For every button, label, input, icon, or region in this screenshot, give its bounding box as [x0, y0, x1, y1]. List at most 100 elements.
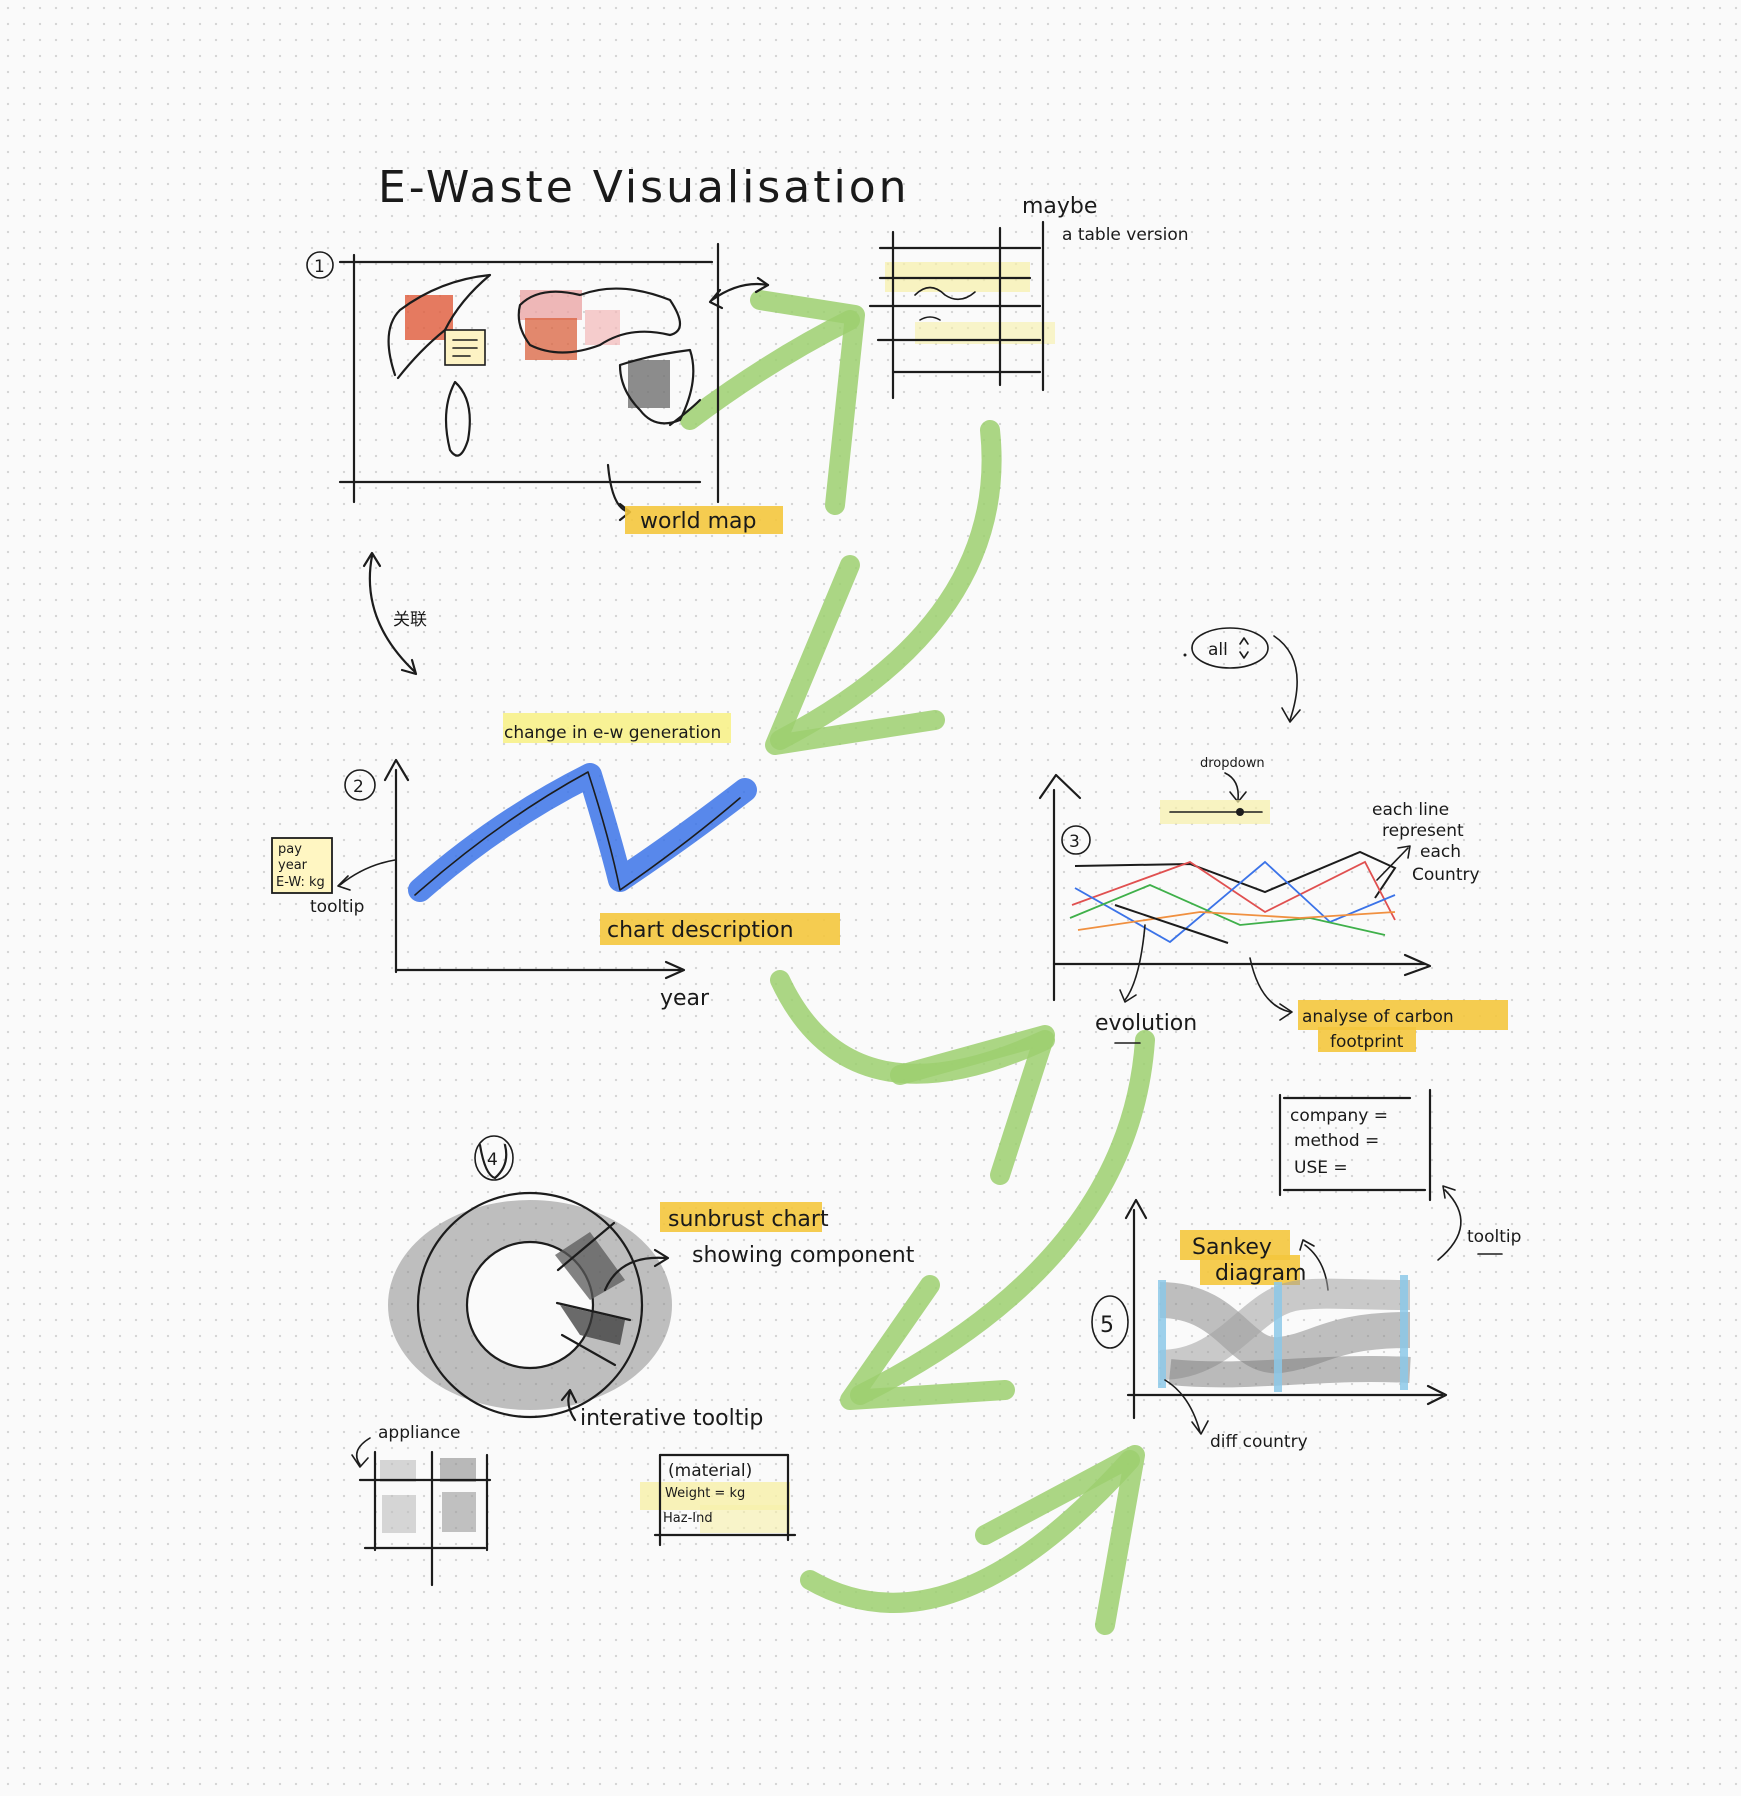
- table-note-line2: a table version: [1062, 225, 1189, 245]
- linechart-x-label: year: [660, 986, 710, 1011]
- section-3-number-badge: [1061, 825, 1091, 855]
- sankey-xlabel-pointer: [1164, 1379, 1201, 1433]
- sankey-caption-highlight-2: [1200, 1255, 1300, 1285]
- sunburst-caption-pointer: [603, 1256, 667, 1292]
- section-2-number-badge: [344, 769, 376, 801]
- linechart-heading: change in e-w generation: [504, 723, 721, 743]
- sankey-flows: [1158, 1275, 1411, 1392]
- sunburst-tooltip-line-1: (material): [668, 1461, 752, 1481]
- sankey-node-1[interactable]: [1158, 1280, 1166, 1388]
- sunburst-caption-highlight: [660, 1202, 822, 1232]
- map-frame: [338, 242, 720, 504]
- linechart-tooltip-line-2: year: [278, 858, 308, 873]
- map-region-oceania: [628, 360, 670, 408]
- appliance-table-label: appliance: [378, 1423, 460, 1443]
- dropdown-slider-handle[interactable]: [1236, 808, 1244, 816]
- section-2-number: 2: [353, 777, 364, 797]
- evolution-pointer: [1124, 924, 1146, 1001]
- dropdown-value: all: [1208, 640, 1228, 660]
- map-region-europe: [520, 290, 582, 320]
- flow-arrow-table-to-linechart: [765, 420, 1002, 755]
- flow-arrow-sunburst-to-sankey: [800, 1445, 1145, 1635]
- map-caption: world map: [640, 509, 756, 534]
- linechart-tooltip-label: tooltip: [310, 897, 364, 917]
- multiline-caption-highlight-2: [1318, 1027, 1416, 1052]
- sunburst-subcaption: showing component: [692, 1243, 915, 1268]
- section-4-number-badge: [478, 1143, 508, 1180]
- sunburst-segment-2[interactable]: [560, 1305, 625, 1345]
- multiline-caption-line-1: analyse of carbon: [1302, 1007, 1454, 1027]
- section-2-line-chart: change in e-w generation 2 pay year E-W:…: [271, 713, 840, 1011]
- linechart-caption-highlight: [600, 913, 840, 945]
- sunburst-tooltip-label: interative tooltip: [580, 1406, 763, 1431]
- sankey-tooltip-line-3: USE =: [1294, 1158, 1348, 1178]
- appliance-table: [358, 1450, 492, 1587]
- dropdown-selector[interactable]: [1191, 627, 1269, 669]
- series-line-green: [1069, 884, 1386, 936]
- sunburst-tooltip-line-3: Haz-Ind: [663, 1511, 713, 1526]
- map-to-table-arrow: [708, 276, 770, 310]
- dropdown-label: dropdown: [1200, 756, 1265, 771]
- section-1-number: 1: [314, 257, 325, 277]
- series-line-black: [1074, 850, 1397, 899]
- sunburst-tooltip-pointer: [567, 1390, 577, 1422]
- map-region-asia: [585, 310, 620, 345]
- section-5-number: 5: [1100, 1313, 1114, 1338]
- sankey-node-2[interactable]: [1274, 1282, 1282, 1392]
- linechart-tooltip-box: [271, 837, 333, 894]
- sankey-caption-line-1: Sankey: [1192, 1235, 1272, 1260]
- sankey-x-label: diff country: [1210, 1432, 1308, 1452]
- multiline-caption-highlight-1: [1298, 1000, 1508, 1030]
- section-3-multiline-chart: all dropdown 3 each line represent each …: [1038, 627, 1508, 1052]
- series-line-blue: [1074, 860, 1396, 944]
- sunburst-tooltip-box: (material) Weight = kg Haz-Ind: [640, 1453, 797, 1547]
- chevron-up-down-icon: [1239, 637, 1249, 659]
- section-5-sankey-diagram: company = method = USE = tooltip Sankey …: [1091, 1088, 1521, 1452]
- dropdown-pointer: [1273, 635, 1298, 721]
- map-highlights: [405, 290, 670, 408]
- multiline-note-line-1: each line: [1372, 800, 1449, 820]
- table-note-line1: maybe: [1022, 194, 1097, 219]
- section-1-number-badge: [306, 251, 334, 279]
- section-5-number-badge: [1091, 1295, 1129, 1349]
- sunburst-caption: sunbrust chart: [668, 1207, 829, 1232]
- multiline-note-line-4: Country: [1412, 865, 1480, 885]
- linechart-tooltip-pointer: [339, 859, 396, 886]
- linechart-heading-highlight: [503, 713, 731, 743]
- multiline-caption-line-2: footprint: [1330, 1032, 1404, 1052]
- continent-outlines: [387, 273, 702, 457]
- sunburst-outer-outline: [416, 1191, 644, 1419]
- table-row-highlight-2: [915, 322, 1055, 344]
- flow-arrow-map-to-table: [680, 290, 865, 515]
- series-line-highlighted: [1114, 904, 1229, 944]
- multiline-caption-pointer: [1249, 957, 1291, 1013]
- sankey-tooltip-pointer: [1437, 1189, 1462, 1261]
- link-note: 关联: [393, 610, 427, 630]
- sunburst-hole: [467, 1242, 593, 1368]
- sankey-tooltip-line-2: method =: [1294, 1131, 1379, 1151]
- linechart-series-line: [414, 771, 741, 896]
- sunburst-inner-outline: [465, 1240, 595, 1370]
- flow-arrow-sankey-to-sunburst: [840, 1030, 1155, 1410]
- sunburst-tooltip-line-2: Weight = kg: [665, 1486, 745, 1501]
- map-region-middle-east: [525, 318, 577, 360]
- sankey-node-3[interactable]: [1400, 1275, 1408, 1390]
- linechart-series-band: [408, 763, 757, 902]
- map-tooltip-note-icon: [444, 329, 486, 366]
- series-line-red: [1071, 860, 1396, 921]
- section-4-number: 4: [487, 1150, 498, 1170]
- map-caption-highlight: [625, 506, 783, 534]
- linechart-caption: chart description: [607, 918, 794, 943]
- flow-arrow-linechart-to-multiline: [770, 970, 1055, 1185]
- multiline-note-line-2: represent: [1382, 821, 1464, 841]
- sankey-tooltip-label: tooltip: [1467, 1227, 1521, 1247]
- linechart-tooltip-line-3: E-W: kg: [276, 875, 325, 890]
- series-line-orange: [1077, 911, 1396, 931]
- link-arrow: [362, 551, 418, 676]
- table-version-sketch: maybe a table version: [868, 194, 1189, 400]
- flow-arrows: [680, 290, 1155, 1635]
- section-1-world-map: 1: [306, 242, 783, 676]
- page-title: E-Waste Visualisation: [378, 162, 910, 213]
- sankey-tooltip-box: company = method = USE =: [1278, 1088, 1432, 1202]
